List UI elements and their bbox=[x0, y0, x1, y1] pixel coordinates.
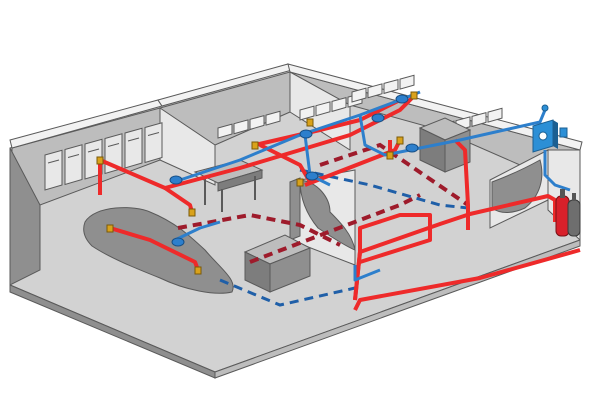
sprinkler-head-icon bbox=[251, 141, 259, 150]
sprinkler-head-icon bbox=[96, 156, 104, 165]
server-cabinet bbox=[64, 144, 83, 186]
server-cabinet bbox=[144, 122, 163, 164]
counter-drawer bbox=[487, 107, 503, 123]
left-end-wall bbox=[9, 147, 41, 286]
server-cabinet bbox=[124, 127, 143, 169]
counter-drawer bbox=[351, 87, 367, 103]
smoke-detector-icon bbox=[305, 171, 319, 181]
smoke-detector-icon bbox=[169, 175, 183, 185]
sprinkler-head-icon bbox=[410, 91, 418, 100]
sprinkler-head-icon bbox=[296, 178, 304, 187]
counter-drawer bbox=[299, 105, 315, 121]
counter-drawer bbox=[315, 101, 331, 117]
counter-drawer bbox=[367, 83, 383, 99]
sprinkler-head-icon bbox=[188, 208, 196, 217]
counter-drawer bbox=[331, 96, 347, 113]
gas-cylinder-icon bbox=[555, 189, 581, 237]
floor-cutout-center bbox=[299, 179, 356, 251]
underfloor-dashed-blue bbox=[219, 168, 469, 307]
smoke-detector-icon bbox=[171, 237, 185, 247]
counter-drawer bbox=[217, 123, 233, 139]
counter-drawer bbox=[471, 111, 487, 128]
smoke-detector-icon bbox=[371, 113, 385, 123]
partition-wall-center-side bbox=[289, 177, 301, 241]
sprinkler-head-icon bbox=[386, 151, 394, 160]
sprinkler-head-icon bbox=[396, 136, 404, 145]
control-panel-icon bbox=[532, 104, 568, 153]
sprinkler-head-icon bbox=[306, 118, 314, 127]
counter-drawer bbox=[399, 74, 415, 90]
underfloor-dashed-red bbox=[177, 142, 470, 264]
counter-drawer bbox=[249, 114, 265, 131]
sprinkler-head-icon bbox=[194, 266, 202, 275]
server-cabinets-left bbox=[44, 122, 163, 191]
smoke-detector-icon bbox=[405, 143, 419, 153]
smoke-detector-icon bbox=[299, 129, 313, 139]
server-cabinet bbox=[44, 149, 63, 191]
counter-drawer bbox=[233, 119, 249, 135]
sprinkler-head-icon bbox=[106, 224, 114, 233]
counter-drawer bbox=[265, 110, 281, 126]
smoke-detector-icon bbox=[395, 94, 409, 104]
counter-drawer bbox=[383, 78, 399, 95]
